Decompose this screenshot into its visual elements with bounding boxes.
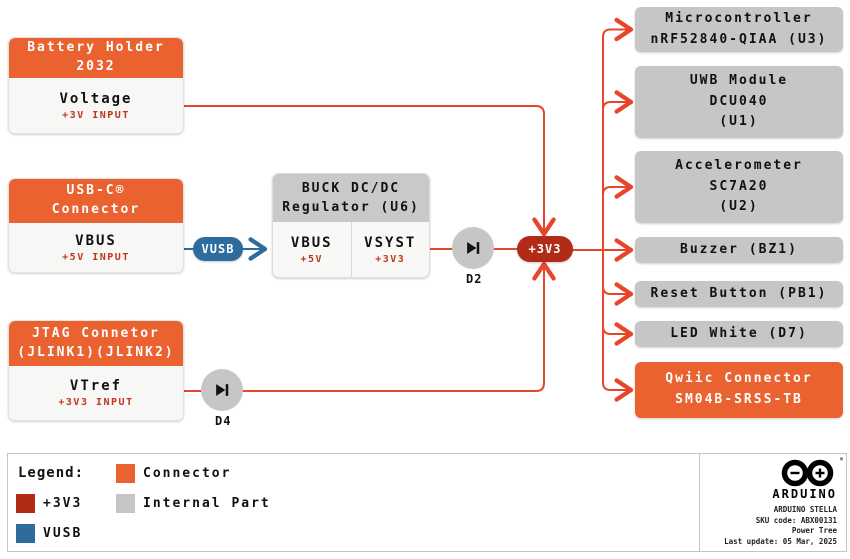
wire-d4-to-3v3 xyxy=(242,261,556,392)
battery-holder-title: Battery Holder 2032 xyxy=(9,38,183,78)
legend-label-vusb: VUSB xyxy=(43,526,83,541)
usb-c-input-value: +5V INPUT xyxy=(62,251,130,263)
wire-3v3-to-uwb xyxy=(602,90,634,114)
battery-input-value: +3V INPUT xyxy=(62,109,130,121)
usb-c-connector-title: USB-C® Connector xyxy=(9,179,183,223)
usb-c-vbus-label: VBUS xyxy=(75,232,117,249)
wire-3v3-to-reset xyxy=(602,282,634,306)
wire-3v3-to-microcontroller xyxy=(602,17,634,251)
output-qwiic-connector: Qwiic Connector SM04B-SRSS-TB xyxy=(635,362,843,418)
legend-label-3v3: +3V3 xyxy=(43,496,83,511)
output-uwb-module: UWB Module DCU040 (U1) xyxy=(635,66,843,138)
diode-d2-label: D2 xyxy=(466,272,483,286)
buck-vbus-value: +5V xyxy=(300,253,324,265)
legend-label-connector: Connector xyxy=(143,466,232,481)
legend-swatch-connector xyxy=(116,464,135,483)
legend-swatch-3v3 xyxy=(16,494,35,513)
battery-voltage-label: Voltage xyxy=(59,90,133,107)
battery-holder-box: Battery Holder 2032 Voltage +3V INPUT xyxy=(8,37,184,134)
jtag-connector-title: JTAG Connetor (JLINK1)(JLINK2) xyxy=(9,321,183,366)
footer-last-update: Last update: 05 Mar, 2025 xyxy=(724,536,837,546)
wire-3v3-to-accelerometer xyxy=(602,175,634,199)
buck-vsyst-cell: VSYST +3V3 xyxy=(350,222,430,277)
3v3-rail-node: +3V3 xyxy=(517,236,573,262)
footer-info-panel: ® ARDUINO ARDUINO STELLA SKU code: ABX00… xyxy=(699,453,847,552)
output-buzzer: Buzzer (BZ1) xyxy=(635,237,843,263)
vusb-rail-node: VUSB xyxy=(193,237,243,261)
jtag-connector-box: JTAG Connetor (JLINK1)(JLINK2) VTref +3V… xyxy=(8,320,184,421)
legend-label-internal-part: Internal Part xyxy=(143,496,271,511)
footer-info-lines: ARDUINO STELLA SKU code: ABX00131 Power … xyxy=(724,505,837,547)
wire-battery-to-3v3 xyxy=(181,105,556,237)
output-microcontroller: Microcontroller nRF52840-QIAA (U3) xyxy=(635,7,843,52)
jtag-vtref-label: VTref xyxy=(69,378,123,394)
diode-d2 xyxy=(452,227,494,269)
buck-regulator-box: BUCK DC/DC Regulator (U6) VBUS +5V VSYST… xyxy=(272,173,430,278)
buck-vbus-cell: VBUS +5V xyxy=(273,222,351,277)
output-reset-button: Reset Button (PB1) xyxy=(635,281,843,307)
output-led-white: LED White (D7) xyxy=(635,321,843,347)
buck-vbus-label: VBUS xyxy=(290,234,333,251)
legend-title: Legend: xyxy=(18,465,85,481)
wire-3v3-to-qwiic xyxy=(602,249,634,402)
footer-product-name: ARDUINO STELLA xyxy=(773,505,837,514)
legend-swatch-vusb xyxy=(16,524,35,543)
buck-regulator-title: BUCK DC/DC Regulator (U6) xyxy=(273,174,429,222)
registered-mark: ® xyxy=(839,457,843,463)
footer-sku-code: SKU code: ABX00131 xyxy=(755,515,837,525)
wire-3v3-to-led xyxy=(602,322,634,346)
buck-vsyst-label: VSYST xyxy=(364,234,417,251)
usb-c-connector-box: USB-C® Connector VBUS +5V INPUT xyxy=(8,178,184,273)
legend: Legend: Connector +3V3 Internal Part VUS… xyxy=(7,453,700,552)
diode-d4 xyxy=(201,369,243,411)
jtag-input-value: +3V3 INPUT xyxy=(58,397,134,408)
buck-vsyst-value: +3V3 xyxy=(375,253,406,265)
arduino-logo-icon xyxy=(781,459,834,487)
diode-d4-label: D4 xyxy=(215,414,232,428)
brand-name: ARDUINO xyxy=(772,487,837,501)
diode-icon xyxy=(216,384,229,396)
legend-swatch-internal-part xyxy=(116,494,135,513)
output-accelerometer: Accelerometer SC7A20 (U2) xyxy=(635,151,843,223)
diode-icon xyxy=(467,242,480,254)
footer-doc-type: Power Tree xyxy=(791,526,837,535)
